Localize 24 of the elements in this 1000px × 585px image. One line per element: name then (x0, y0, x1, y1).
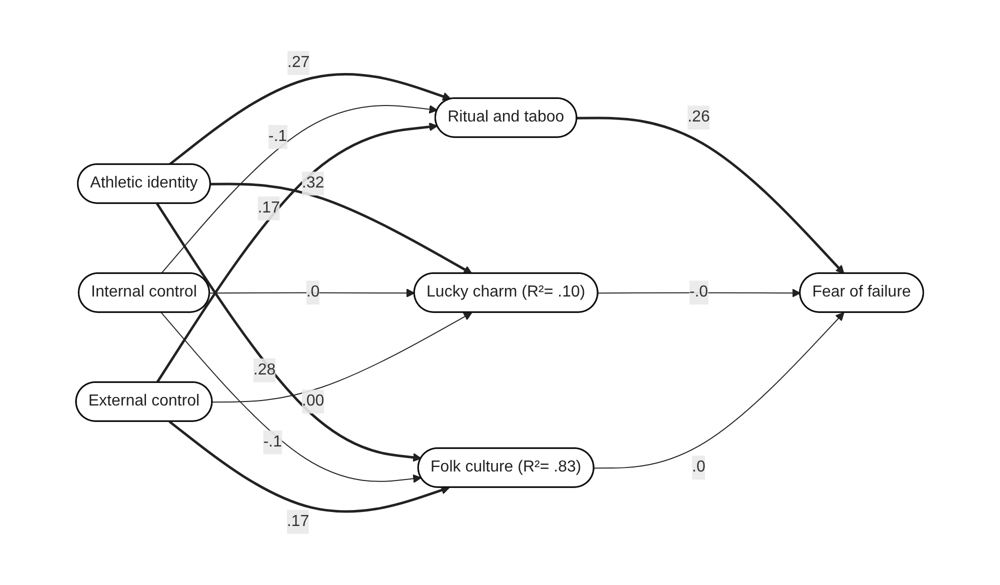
edge-label: -.0 (690, 284, 708, 301)
edge-label: .32 (302, 174, 324, 192)
edge-label: .0 (306, 284, 320, 301)
arrow (156, 202, 422, 462)
edge-label: .28 (254, 361, 276, 378)
edge-label: -.1 (268, 128, 288, 146)
edge-label: .00 (302, 392, 324, 410)
edge-label: .26 (688, 108, 710, 126)
arrow (210, 182, 473, 274)
arrow (161, 104, 438, 274)
edge-label: .0 (692, 458, 706, 476)
arrow (156, 122, 438, 384)
edge-label: .17 (258, 200, 280, 217)
arrow (212, 312, 473, 403)
edge-label: .27 (288, 54, 310, 72)
edge-label: -.1 (264, 433, 282, 450)
arrow (577, 116, 845, 274)
arrow (598, 288, 802, 298)
arrow (169, 73, 452, 166)
arrow (161, 312, 422, 484)
arrow (210, 288, 416, 298)
arrow (169, 420, 450, 513)
arrow (594, 312, 845, 469)
edge-label: .17 (287, 512, 310, 530)
